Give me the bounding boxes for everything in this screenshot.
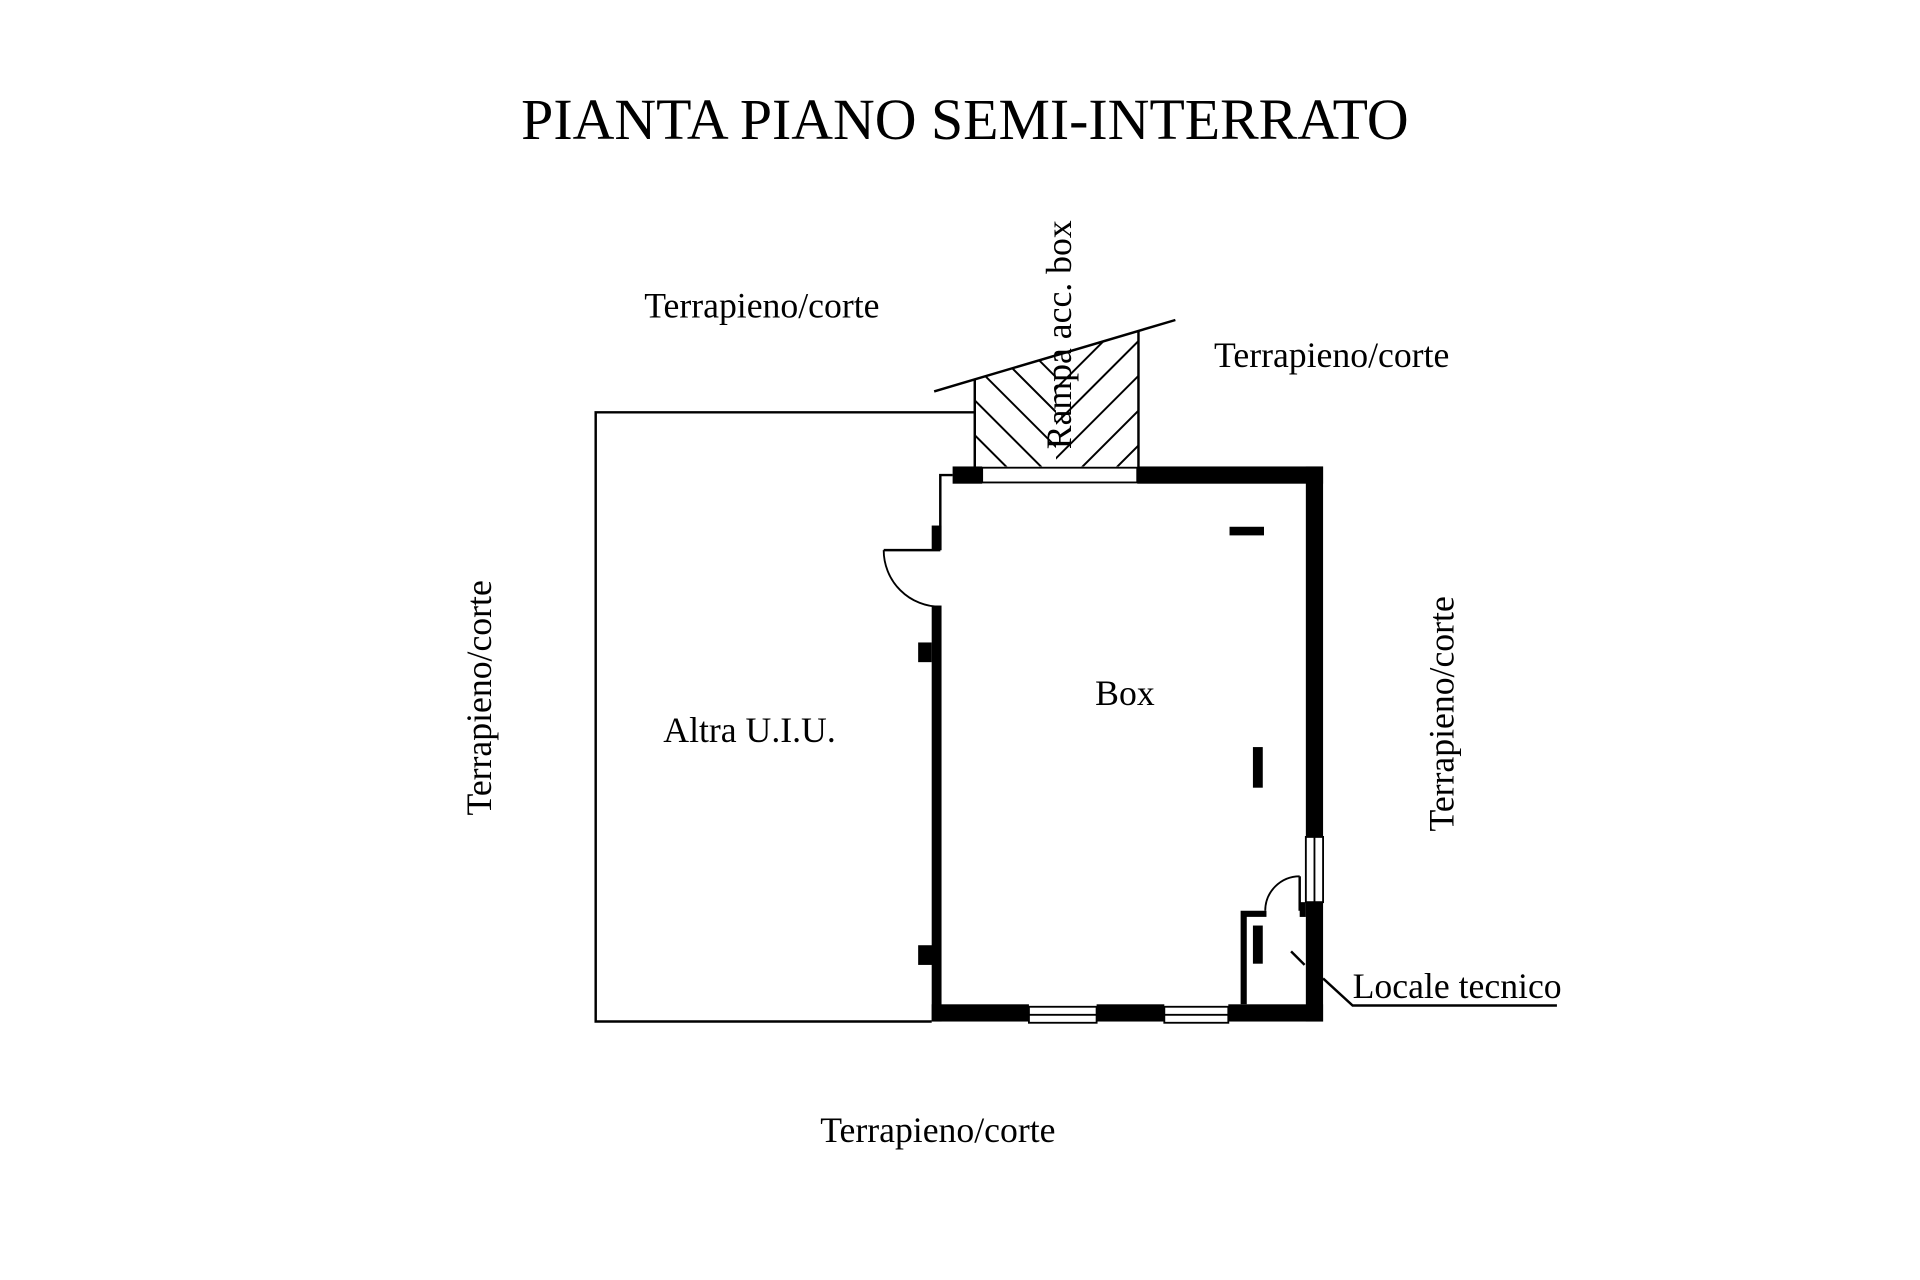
fixture-bar-upper	[1229, 526, 1264, 536]
technical-room-wall-stub	[1299, 902, 1306, 917]
box-label: Box	[1095, 673, 1155, 713]
wall-right-lower	[1305, 902, 1324, 1022]
box-openings	[882, 466, 1324, 1024]
other-unit-label: Altra U.I.U.	[663, 710, 835, 750]
access-ramp: Rampa acc. box	[933, 220, 1176, 467]
surrounding-label-top-right: Terrapieno/corte	[1214, 335, 1449, 375]
technical-room-leader-inner	[1290, 950, 1306, 966]
wall-left-upper-line	[939, 473, 953, 551]
door-swing-arc-technical-room	[1264, 875, 1300, 911]
surrounding-label-left: Terrapieno/corte	[459, 580, 499, 815]
other-unit: Altra U.I.U.	[594, 411, 975, 1023]
wall-bottom-right	[1228, 1004, 1324, 1022]
other-unit-outline	[594, 411, 975, 1023]
technical-room-label: Locale tecnico	[1353, 966, 1562, 1006]
wall-left-jamb	[931, 525, 942, 551]
ramp-hatch-right	[1056, 330, 1139, 467]
ramp-hatch-left	[974, 355, 1056, 467]
technical-room: Locale tecnico	[1240, 875, 1562, 1007]
surrounding-label-bottom: Terrapieno/corte	[820, 1110, 1055, 1150]
surrounding-label-right: Terrapieno/corte	[1422, 596, 1462, 831]
garage-door-opening	[981, 466, 1139, 484]
wall-right-upper	[1305, 466, 1324, 837]
wall-top-left	[952, 466, 983, 484]
wall-top-right	[1137, 466, 1324, 484]
surrounding-label-top-left: Terrapieno/corte	[644, 286, 879, 326]
fixture-bar-technical-room	[1252, 925, 1263, 964]
page-title: PIANTA PIANO SEMI-INTERRATO	[521, 87, 1408, 152]
pillar-left-lower	[918, 945, 937, 965]
ramp-label: Rampa acc. box	[1039, 220, 1079, 449]
technical-room-partition	[1240, 910, 1267, 1005]
door-swing-arc-box	[882, 550, 941, 608]
technical-room-leader	[1322, 977, 1557, 1007]
box-room: Box	[1095, 526, 1264, 788]
fixture-bar-middle	[1252, 747, 1263, 788]
box-walls	[918, 466, 1324, 1022]
wall-bottom-left	[931, 1004, 1029, 1022]
wall-left	[931, 605, 942, 1022]
ramp-boundary-line	[933, 318, 1176, 393]
pillar-left-upper	[918, 642, 932, 663]
wall-bottom-middle	[1096, 1004, 1165, 1022]
